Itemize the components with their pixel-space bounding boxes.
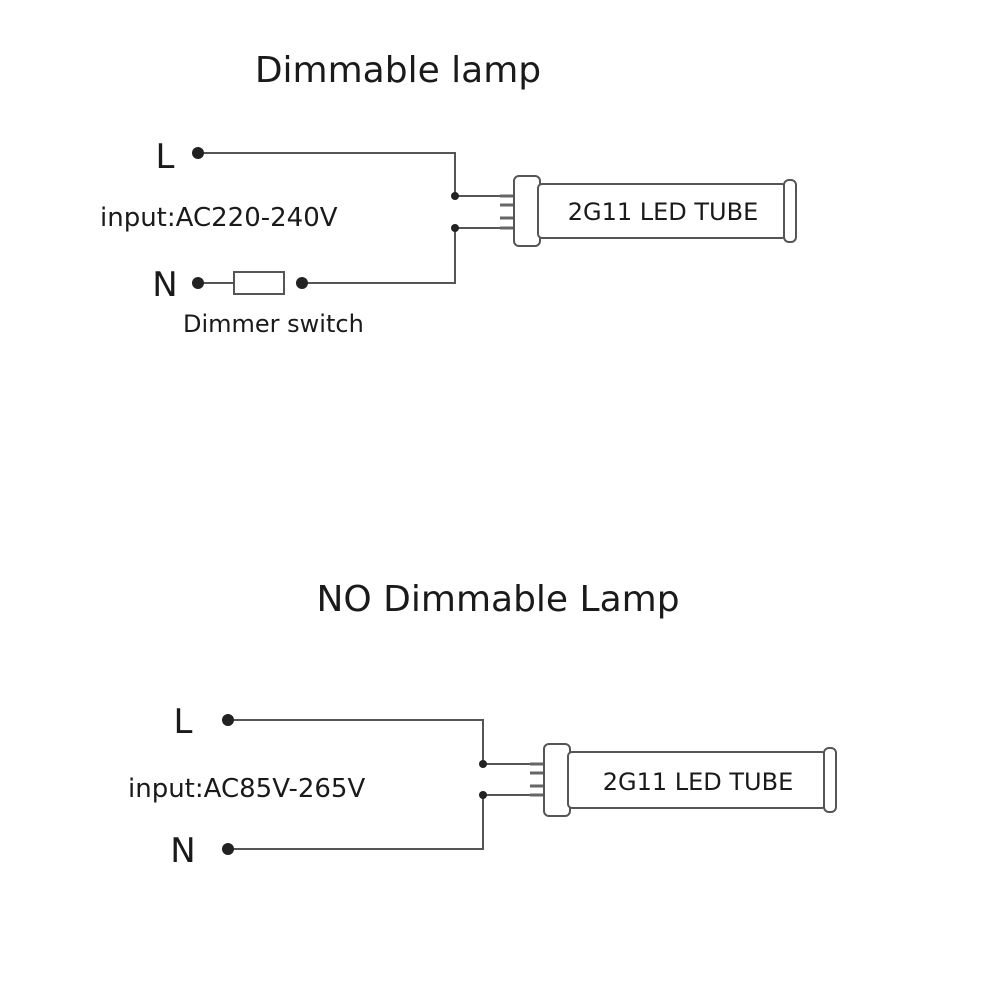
dimmable-line-terminal [192, 147, 204, 159]
non-dimmable-tube-label: 2G11 LED TUBE [603, 768, 794, 796]
non-dimmable-input-voltage: input:AC85V-265V [128, 774, 365, 804]
dimmer-output-terminal [296, 277, 308, 289]
non-dimmable-line-terminal [222, 714, 234, 726]
non-dimmable-title: NO Dimmable Lamp [316, 579, 679, 620]
non-dimmable-junction-bottom [479, 791, 487, 799]
dimmable-neutral-wire-b [302, 227, 512, 284]
non-dimmable-junction-top [479, 760, 487, 768]
non-dimmable-line-wire [228, 719, 542, 765]
tube-end-cap [783, 179, 797, 243]
tube-base [543, 743, 571, 817]
dimmer-switch-label: Dimmer switch [183, 310, 364, 338]
dimmer-switch-icon [233, 271, 285, 295]
dimmable-lamp-diagram: Dimmable lamp L N input:AC220-240V Dimme… [100, 50, 797, 338]
non-dimmable-neutral-terminal [222, 843, 234, 855]
tube-end-cap [823, 747, 837, 813]
non-dimmable-line-label: L [174, 702, 193, 742]
non-dimmable-lamp-diagram: NO Dimmable Lamp L N input:AC85V-265V 2G… [128, 579, 837, 871]
dimmable-line-wire [198, 152, 512, 197]
dimmable-neutral-label: N [152, 265, 177, 305]
dimmable-junction-bottom [451, 224, 459, 232]
dimmable-title: Dimmable lamp [255, 50, 541, 91]
dimmable-junction-top [451, 192, 459, 200]
non-dimmable-led-tube: 2G11 LED TUBE [530, 743, 837, 817]
tube-base [513, 175, 541, 247]
dimmable-input-voltage: input:AC220-240V [100, 203, 338, 233]
non-dimmable-wires [228, 719, 542, 850]
dimmable-tube-label: 2G11 LED TUBE [568, 198, 759, 226]
non-dimmable-neutral-label: N [170, 831, 195, 871]
non-dimmable-neutral-wire [228, 794, 542, 850]
dimmable-line-label: L [156, 137, 175, 177]
dimmable-led-tube: 2G11 LED TUBE [500, 175, 797, 247]
dimmable-neutral-terminal [192, 277, 204, 289]
